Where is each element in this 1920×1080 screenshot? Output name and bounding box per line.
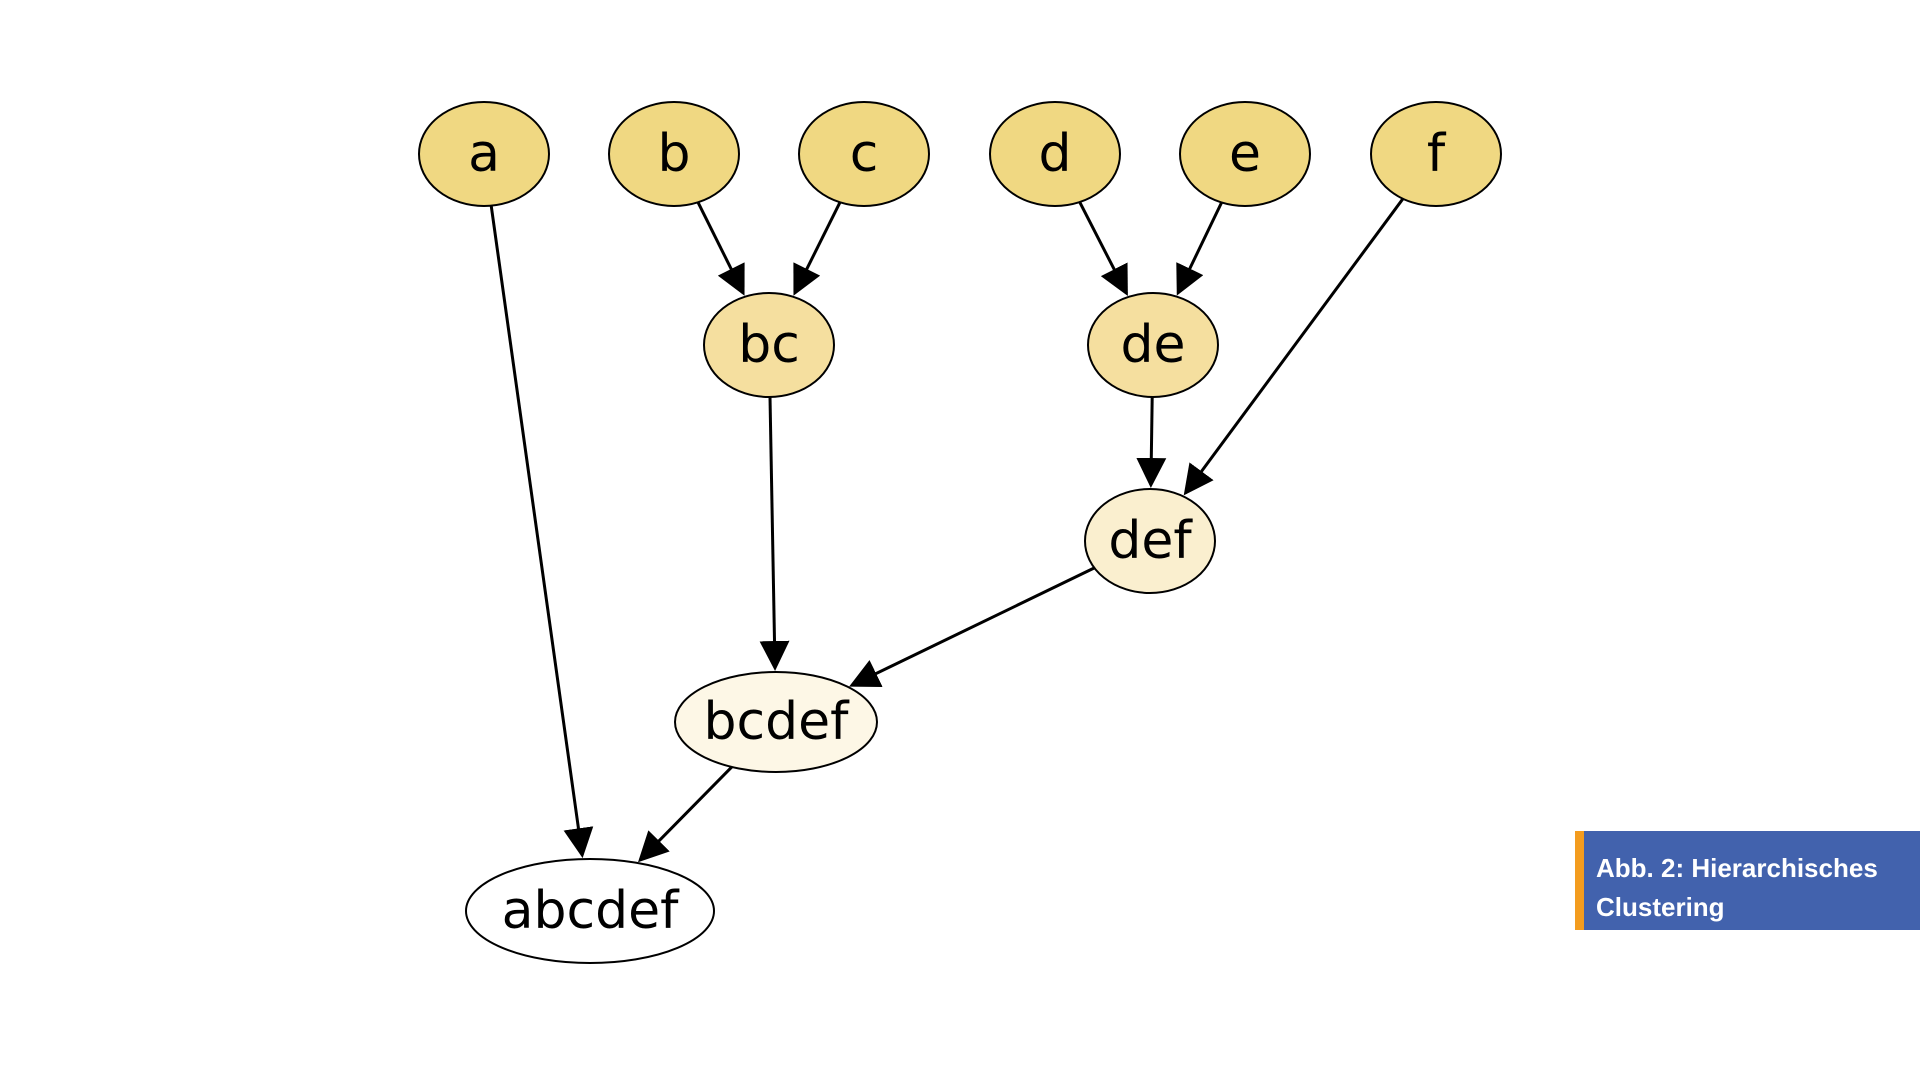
edge-c-to-bc xyxy=(793,201,842,296)
node-shape-def xyxy=(1084,488,1216,594)
node-label-def: def xyxy=(1108,511,1193,571)
node-shape-a xyxy=(418,101,550,207)
node-shape-c xyxy=(798,101,930,207)
caption-line-1: Abb. 2: Hierarchisches xyxy=(1596,853,1878,883)
edge-de-to-def xyxy=(1136,396,1167,488)
figure-caption: Abb. 2: Hierarchisches Clustering xyxy=(1575,831,1920,930)
node-a: a xyxy=(418,101,550,207)
node-label-bc: bc xyxy=(738,315,800,375)
node-shape-d xyxy=(989,101,1121,207)
node-label-f: f xyxy=(1427,124,1447,184)
node-de: de xyxy=(1087,292,1219,398)
edge-bc-to-bcdef xyxy=(759,396,790,671)
node-label-de: de xyxy=(1121,315,1186,375)
node-label-d: d xyxy=(1038,124,1071,184)
caption-line-2: Clustering xyxy=(1596,892,1725,922)
edge-def-to-bcdef xyxy=(849,566,1096,688)
node-label-bcdef: bcdef xyxy=(704,692,851,752)
node-shape-b xyxy=(608,101,740,207)
edge-b-to-bc xyxy=(696,201,745,296)
edge-f-to-def xyxy=(1183,197,1405,496)
node-shape-de xyxy=(1087,292,1219,398)
node-label-c: c xyxy=(850,124,879,184)
node-shape-bcdef xyxy=(674,671,878,773)
node-c: c xyxy=(798,101,930,207)
edge-d-to-de xyxy=(1078,201,1128,296)
node-label-a: a xyxy=(468,124,500,184)
node-label-b: b xyxy=(657,124,690,184)
node-shape-f xyxy=(1370,101,1502,207)
node-shape-bc xyxy=(703,292,835,398)
node-d: d xyxy=(989,101,1121,207)
node-def: def xyxy=(1084,488,1216,594)
node-b: b xyxy=(608,101,740,207)
edge-a-to-abcdef xyxy=(489,205,594,859)
edges xyxy=(489,197,1405,863)
edge-bcdef-to-abcdef xyxy=(637,765,733,863)
node-label-abcdef: abcdef xyxy=(502,881,680,941)
node-bc: bc xyxy=(703,292,835,398)
node-shape-abcdef xyxy=(465,858,715,964)
node-f: f xyxy=(1370,101,1502,207)
node-label-e: e xyxy=(1229,124,1261,184)
node-shape-e xyxy=(1179,101,1311,207)
node-bcdef: bcdef xyxy=(674,671,878,773)
node-e: e xyxy=(1179,101,1311,207)
edge-e-to-de xyxy=(1176,201,1223,296)
node-abcdef: abcdef xyxy=(465,858,715,964)
